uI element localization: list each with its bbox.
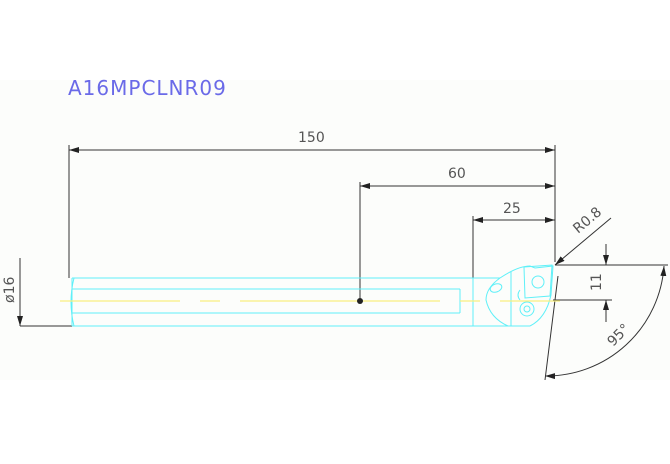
tool-body [70, 264, 554, 327]
part-number-title: A16MPCLNR09 [68, 76, 227, 100]
dim-25: 25 [503, 201, 521, 217]
dim-diameter: ø16 [2, 277, 18, 303]
center-point-marker [357, 298, 363, 304]
dimension-lines [17, 147, 667, 380]
dim-150: 150 [298, 130, 325, 146]
drawing-area [0, 80, 670, 380]
dim-60: 60 [448, 166, 466, 182]
dim-offset: 11 [589, 273, 605, 291]
